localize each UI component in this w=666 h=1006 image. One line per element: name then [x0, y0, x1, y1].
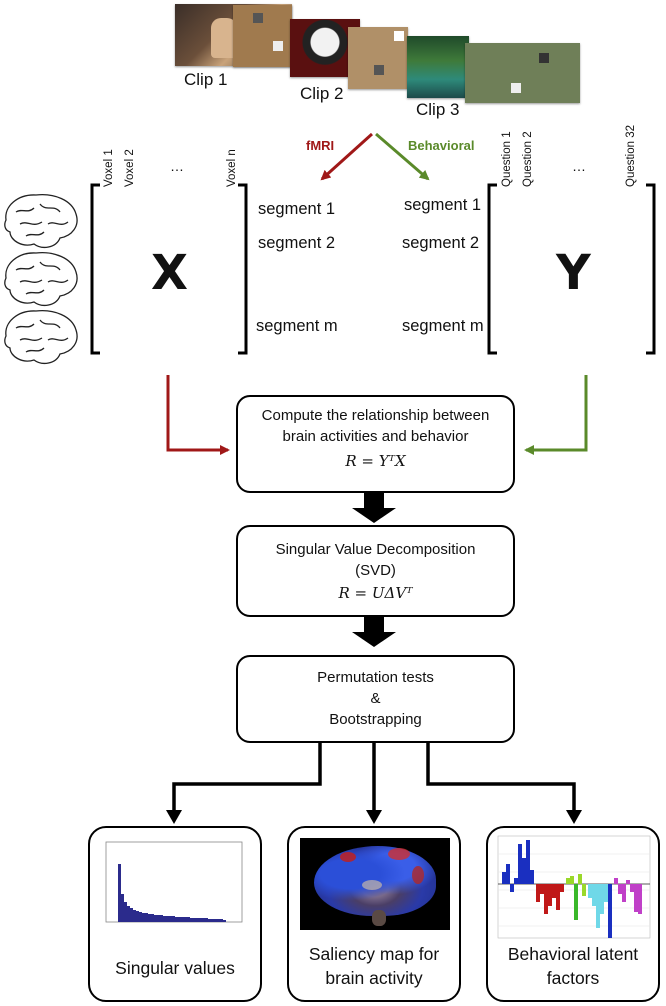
fmri-arrow: [320, 132, 374, 181]
clip3-overlay-thumbnail: [465, 43, 580, 103]
clip3-thumbnail: [407, 36, 469, 98]
singular-values-label: Singular values: [115, 958, 235, 978]
y-col-header-32: Question 32: [625, 124, 637, 187]
saliency-map-box: Saliency map for brain activity: [287, 826, 461, 1002]
permutation-step-box: Permutation tests & Bootstrapping: [236, 655, 515, 743]
x-col-ellipsis: …: [170, 158, 184, 174]
down-arrow-1: [352, 493, 396, 523]
singular-values-box: Singular values: [88, 826, 262, 1002]
behavioral-label-line2: factors: [546, 968, 600, 988]
clip2-overlay-thumbnail: [348, 27, 408, 89]
fmri-to-step-arrow: [166, 375, 230, 455]
x-col-header-n: Voxel n: [226, 149, 238, 187]
brain-saliency-image: [300, 838, 450, 930]
y-row-segment-2: segment 2: [402, 234, 480, 252]
clip2-label: Clip 2: [300, 84, 344, 103]
behavioral-factors-box: Behavioral latent factors: [486, 826, 660, 1002]
x-row-segment-1: segment 1: [258, 200, 336, 218]
clip3-label: Clip 3: [416, 100, 460, 119]
clip1-overlay-thumbnail: [233, 5, 292, 67]
down-arrow-2: [352, 617, 396, 647]
x-matrix-letter: X: [151, 245, 189, 301]
svd-equation: R = UΔVᵀ: [338, 584, 413, 602]
singular-values-plot: [105, 841, 243, 923]
behavioral-label: Behavioral: [408, 138, 475, 153]
output-branch-arrows: [172, 743, 576, 812]
relationship-step-line1: Compute the relationship between: [261, 407, 490, 424]
behavioral-factors-bars: [502, 840, 642, 938]
x-col-header-2: Voxel 2: [124, 149, 136, 187]
permutation-step-line2: &: [370, 690, 381, 707]
y-col-header-1: Question 1: [501, 131, 513, 187]
svd-step-box: Singular Value Decomposition (SVD) R = U…: [236, 525, 515, 617]
saliency-label-line2: brain activity: [325, 968, 423, 988]
y-matrix-letter: Y: [556, 245, 591, 301]
output-branch-arrowheads: [166, 810, 582, 824]
brain-icon: [4, 194, 78, 365]
relationship-equation: R = YᵀX: [345, 452, 406, 470]
x-row-segment-2: segment 2: [258, 234, 336, 252]
behavioral-to-step-arrow: [524, 375, 588, 455]
permutation-step-line3: Bootstrapping: [329, 711, 422, 728]
permutation-step-line1: Permutation tests: [317, 669, 434, 686]
y-row-segment-1: segment 1: [404, 196, 482, 214]
behavioral-factors-plot: [497, 835, 651, 939]
x-row-segment-m: segment m: [256, 317, 338, 335]
svd-step-line1: Singular Value Decomposition: [275, 541, 476, 558]
y-row-segment-m: segment m: [402, 317, 484, 335]
y-col-ellipsis: …: [572, 158, 586, 174]
relationship-step-line2: brain activities and behavior: [282, 428, 469, 445]
relationship-step-box: Compute the relationship between brain a…: [236, 395, 515, 493]
behavioral-arrow: [375, 132, 430, 181]
behavioral-label-line1: Behavioral latent: [507, 944, 639, 964]
x-col-header-1: Voxel 1: [103, 149, 115, 187]
x-matrix-brackets: [90, 183, 248, 355]
y-col-header-2: Question 2: [522, 131, 534, 187]
svd-step-line2: (SVD): [355, 562, 396, 579]
clip1-label: Clip 1: [184, 70, 228, 89]
fmri-label: fMRI: [306, 138, 335, 153]
y-matrix-brackets: [487, 183, 656, 355]
singular-values-bars: [118, 864, 226, 922]
saliency-label-line1: Saliency map for: [308, 944, 440, 964]
